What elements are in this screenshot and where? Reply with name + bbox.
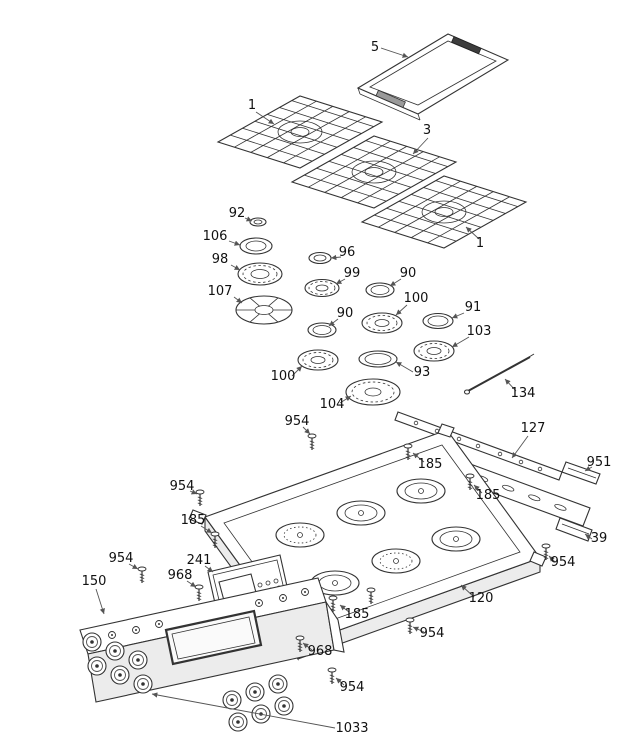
part-label: 1 <box>476 236 484 251</box>
part-label: 127 <box>521 421 546 436</box>
griddle-handle-gray <box>375 89 406 109</box>
burner-cap-106 <box>239 237 273 255</box>
grate-right <box>360 175 528 249</box>
control-knob <box>110 665 130 685</box>
control-knob <box>268 674 288 694</box>
burner-ring-90b <box>307 322 337 338</box>
part-label: 185 <box>476 488 501 503</box>
control-panel <box>79 577 345 732</box>
control-knob <box>82 632 102 652</box>
part-label: 104 <box>320 397 345 412</box>
griddle <box>356 33 510 121</box>
part-label: 954 <box>340 680 365 695</box>
part-label: 241 <box>187 553 212 568</box>
part-label: 951 <box>587 455 612 470</box>
maintop-tab-top <box>437 423 455 438</box>
control-knob <box>105 641 125 661</box>
part-labels: 5 1 3 1 92 106 98 96 99 90 107 100 90 91… <box>82 40 612 736</box>
bracket-39 <box>555 517 593 542</box>
grate-left <box>216 95 384 169</box>
control-knob <box>128 650 148 670</box>
screw-954 <box>195 489 205 507</box>
burner-opening <box>275 522 325 548</box>
screw-954 <box>327 667 337 685</box>
screw-954 <box>137 566 147 584</box>
part-label: 96 <box>339 245 356 260</box>
burner-opening <box>431 526 481 552</box>
part-label: 98 <box>212 252 229 267</box>
part-label: 954 <box>285 414 310 429</box>
igniter-134 <box>463 353 535 395</box>
burner-opening <box>396 478 446 504</box>
part-label: 93 <box>414 365 431 380</box>
part-label: 92 <box>229 206 246 221</box>
screw-954 <box>405 617 415 635</box>
burner-head-104 <box>345 378 401 406</box>
part-label: 134 <box>511 386 536 401</box>
part-label: 1 <box>248 98 256 113</box>
maintop-tab-right <box>529 551 547 567</box>
control-panel-end-cap <box>325 601 345 653</box>
control-knob <box>87 656 107 676</box>
control-knob <box>222 690 242 710</box>
part-label: 954 <box>109 551 134 566</box>
part-label: 120 <box>469 591 494 606</box>
leader-lines <box>95 47 593 729</box>
part-label: 91 <box>465 300 482 315</box>
part-label: 3 <box>423 123 431 138</box>
screw-954 <box>307 433 317 451</box>
burner-head-99 <box>304 278 340 298</box>
burner-ring-93 <box>358 350 398 368</box>
part-label: 1033 <box>335 721 368 736</box>
part-label: 106 <box>203 229 228 244</box>
burner-opening <box>371 548 421 574</box>
display-window <box>164 609 263 666</box>
burner-head-100b <box>297 349 339 371</box>
part-label: 90 <box>337 306 354 321</box>
part-label: 5 <box>371 40 379 55</box>
control-knob <box>228 712 248 732</box>
burner-opening <box>336 500 386 526</box>
part-label: 954 <box>551 555 576 570</box>
grate-middle <box>290 135 458 209</box>
part-label: 107 <box>208 284 233 299</box>
burner-base-107 <box>235 295 293 325</box>
burner-ring-91 <box>422 312 454 330</box>
burner-ring-90a <box>365 282 395 298</box>
part-label: 185 <box>181 513 206 528</box>
part-label: 39 <box>591 531 608 546</box>
part-label: 103 <box>467 324 492 339</box>
part-label: 968 <box>308 644 333 659</box>
burner-head-103 <box>413 340 455 362</box>
part-label: 90 <box>400 266 417 281</box>
maintop-tab-left <box>188 509 207 525</box>
burner-head-100a <box>361 312 403 334</box>
control-knob <box>133 674 153 694</box>
control-knob <box>245 682 265 702</box>
part-label: 185 <box>345 607 370 622</box>
part-label: 150 <box>82 574 107 589</box>
control-knob <box>274 696 294 716</box>
part-label: 99 <box>344 266 361 281</box>
griddle-handle-dark <box>451 36 482 55</box>
part-label: 100 <box>271 369 296 384</box>
part-label: 954 <box>420 626 445 641</box>
part-label: 185 <box>418 457 443 472</box>
part-label: 100 <box>404 291 429 306</box>
burner-ring-98 <box>237 262 283 286</box>
burner-rod <box>394 411 563 481</box>
part-label: 968 <box>168 568 193 583</box>
burner-cap-96 <box>308 251 332 265</box>
part-label: 954 <box>170 479 195 494</box>
screw-968 <box>194 584 204 602</box>
burner-ring-92 <box>249 217 267 227</box>
